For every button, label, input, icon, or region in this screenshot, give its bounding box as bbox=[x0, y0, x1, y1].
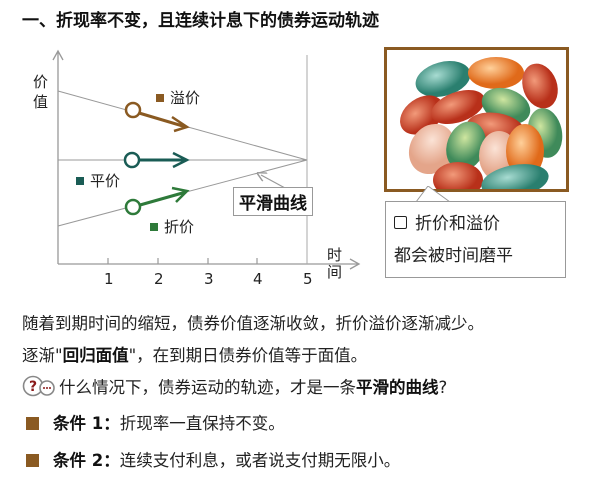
bullet-icon bbox=[26, 454, 39, 467]
line2-pre: 逐渐" bbox=[22, 346, 63, 365]
x-tick-1: 1 bbox=[104, 270, 114, 288]
callout-box: 折价和溢价 都会被时间磨平 bbox=[385, 201, 566, 278]
discount-arrow bbox=[124, 186, 190, 216]
par-arrow bbox=[123, 151, 190, 169]
condition-1: 条件 1：折现率一直保持不变。 bbox=[26, 410, 285, 434]
svg-text:?: ? bbox=[29, 379, 37, 395]
condition-1-text: 折现率一直保持不变。 bbox=[119, 414, 285, 433]
checkbox-icon bbox=[394, 216, 407, 229]
legend-premium: 溢价 bbox=[156, 87, 200, 108]
x-tick-2: 2 bbox=[154, 270, 164, 288]
slide-title: 一、折现率不变，且连续计息下的债券运动轨迹 bbox=[22, 11, 379, 31]
legend-par-label: 平价 bbox=[90, 172, 121, 190]
condition-2: 条件 2：连续支付利息，或者说支付期无限小。 bbox=[26, 447, 400, 471]
bond-value-diagram bbox=[52, 49, 361, 270]
agate-stones-image bbox=[384, 47, 569, 192]
x-ticks bbox=[107, 258, 258, 264]
annotation-pointer bbox=[261, 175, 286, 189]
y-axis-arrow-icon bbox=[52, 49, 64, 61]
condition-1-label: 条件 1： bbox=[53, 414, 120, 433]
question-chat-icon: ? bbox=[22, 375, 55, 397]
question-bold: 平滑的曲线 bbox=[356, 378, 439, 397]
body-line-1: 随着到期时间的缩短，债券价值逐渐收敛，折价溢价逐渐减少。 bbox=[22, 314, 484, 333]
x-axis-arrow-icon bbox=[349, 258, 361, 270]
line2-post: "，在到期日债券价值等于面值。 bbox=[128, 346, 368, 365]
question-post: ? bbox=[438, 378, 448, 397]
callout-line-2: 都会被时间磨平 bbox=[394, 246, 513, 266]
line2-bold: 回归面值 bbox=[62, 346, 129, 365]
par-marker-icon bbox=[76, 177, 84, 185]
legend-discount: 折价 bbox=[150, 216, 194, 237]
x-tick-3: 3 bbox=[204, 270, 214, 288]
body-question: ? 什么情况下，债券运动的轨迹，才是一条平滑的曲线? bbox=[22, 374, 447, 398]
discount-marker-icon bbox=[150, 223, 158, 231]
agate-stones-illustration bbox=[400, 57, 563, 189]
x-axis-label: 时间 bbox=[327, 246, 343, 281]
premium-marker-icon bbox=[156, 94, 164, 102]
body-line-2: 逐渐"回归面值"，在到期日债券价值等于面值。 bbox=[22, 342, 367, 366]
question-pre: 什么情况下，债券运动的轨迹，才是一条 bbox=[59, 378, 356, 397]
legend-par: 平价 bbox=[76, 170, 120, 191]
callout-pointer bbox=[415, 186, 451, 203]
legend-premium-label: 溢价 bbox=[170, 89, 201, 107]
legend-discount-label: 折价 bbox=[164, 218, 195, 236]
callout-text-1: 折价和溢价 bbox=[415, 214, 500, 234]
condition-2-text: 连续支付利息，或者说支付期无限小。 bbox=[119, 451, 401, 470]
x-tick-5: 5 bbox=[303, 270, 313, 288]
bullet-icon bbox=[26, 417, 39, 430]
condition-2-label: 条件 2： bbox=[53, 451, 120, 470]
y-axis-label: 价值 bbox=[33, 73, 49, 111]
smooth-curve-annotation: 平滑曲线 bbox=[233, 187, 313, 216]
callout-line-1: 折价和溢价 bbox=[394, 208, 565, 240]
premium-arrow bbox=[124, 101, 190, 133]
x-tick-4: 4 bbox=[253, 270, 263, 288]
